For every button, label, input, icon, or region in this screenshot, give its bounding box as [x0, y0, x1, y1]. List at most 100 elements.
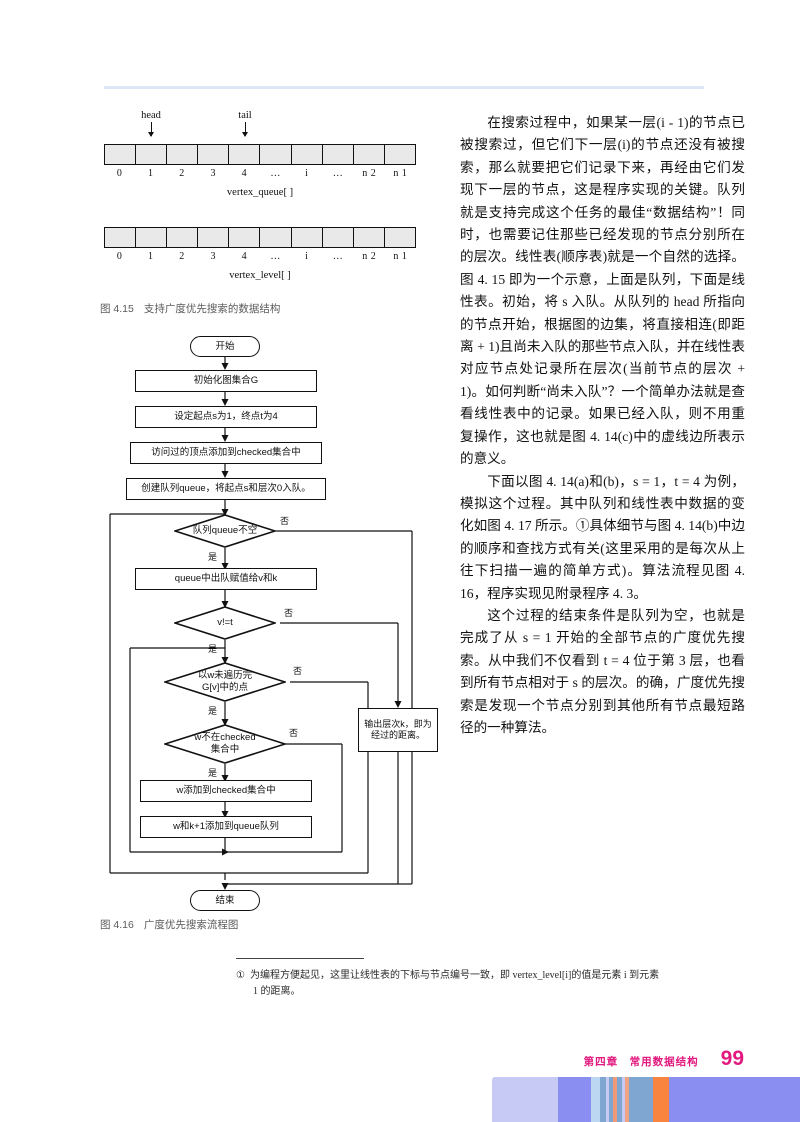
flowchart-node-dequeue: queue中出队赋值给v和k	[135, 568, 317, 590]
body-paragraph-1: 在搜索过程中，如果某一层(i - 1)的节点已被搜索过，但它们下一层(i)的节点…	[460, 115, 745, 467]
footnote-line-1: 为编程方便起见，这里让线性表的下标与节点编号一致，即 vertex_level[…	[249, 970, 660, 981]
array-index: 3	[210, 251, 216, 262]
array-index: i	[305, 251, 309, 262]
array-cell	[385, 228, 415, 247]
array-cell	[105, 228, 137, 247]
array-cell	[167, 228, 199, 247]
array-cell	[136, 145, 168, 164]
array-cell	[292, 228, 323, 247]
branch-label-yes: 是	[208, 552, 218, 562]
flowchart-node-output-level: 输出层次k，即为 经过的距离。	[358, 708, 438, 752]
head-pointer-arrow-icon	[147, 122, 154, 137]
figure-4-15: head tail 0 1 2 3 4 …	[100, 110, 430, 295]
vertex-queue-array	[104, 144, 416, 165]
array-index: 0	[116, 251, 123, 262]
array-index: n 1	[393, 251, 408, 262]
branch-label-no: 否	[280, 516, 290, 526]
array-index: …	[332, 251, 344, 262]
branch-label-no: 否	[284, 608, 294, 618]
array-index: 3	[210, 168, 216, 179]
queue-pointers: head tail	[100, 110, 430, 144]
array-cell	[136, 228, 168, 247]
flowchart-node-start-label: 开始	[215, 340, 235, 352]
head-pointer: head	[128, 110, 174, 137]
flowchart-node-set-endpoints: 设定起点s为1，终点t为4	[135, 406, 317, 428]
flowchart-decision-w-not-traversed-label: 以w未遍历完 G[v]中的点	[197, 670, 253, 693]
flowchart-node-init-graph: 初始化图集合G	[135, 370, 317, 392]
array-index: …	[270, 168, 281, 179]
array-cell	[354, 145, 385, 164]
tail-pointer: tail	[222, 110, 268, 137]
flowchart-node-create-queue: 创建队列queue，将起点s和层次0入队。	[126, 478, 326, 500]
flowchart-connectors	[109, 354, 413, 890]
color-bar-stripe	[652, 1077, 669, 1122]
flowchart-node-end: 结束	[190, 890, 260, 911]
color-bar-stripe	[600, 1077, 606, 1122]
color-bar-stripe	[558, 1077, 591, 1122]
header-rule	[104, 86, 704, 89]
footer-color-bar	[492, 1077, 800, 1122]
branch-label-yes: 是	[208, 644, 218, 654]
page-footer: 第四章 常用数据结构 99	[584, 1047, 744, 1071]
color-bar-stripe	[616, 1077, 622, 1122]
flowchart-decision-v-not-equal-t: v!=t	[174, 606, 276, 640]
head-pointer-label: head	[141, 110, 161, 121]
color-bar-stripe	[621, 1077, 625, 1122]
array-index: 0	[116, 168, 123, 179]
page-number: 99	[720, 1047, 744, 1070]
flowchart-decision-v-not-equal-t-label: v!=t	[217, 617, 233, 629]
color-bar-stripe	[591, 1077, 600, 1122]
right-column: 在搜索过程中，如果某一层(i - 1)的节点已被搜索过，但它们下一层(i)的节点…	[460, 112, 745, 739]
array-index: n 1	[393, 168, 408, 179]
color-bar-stripe	[606, 1077, 609, 1122]
array-cell	[105, 145, 137, 164]
array-cell	[385, 145, 415, 164]
flowchart-node-set-endpoints-label: 设定起点s为1，终点t为4	[174, 411, 278, 423]
array-cell	[167, 145, 199, 164]
array-index: 1	[148, 168, 154, 179]
flowchart-node-init-graph-label: 初始化图集合G	[193, 375, 259, 387]
flowchart-node-w-enqueue-label: w和k+1添加到queue队列	[173, 821, 279, 833]
array-index: 2	[179, 251, 185, 262]
flowchart-node-start: 开始	[190, 336, 260, 357]
array-index: …	[332, 168, 344, 179]
flowchart-node-w-add-checked: w添加到checked集合中	[140, 780, 312, 802]
vertex-queue-array-label: vertex_queue[ ]	[226, 187, 294, 198]
flowchart-decision-w-not-traversed: 以w未遍历完 G[v]中的点	[164, 662, 286, 702]
flowchart-node-output-level-label: 输出层次k，即为 经过的距离。	[364, 718, 432, 740]
array-cell	[198, 228, 230, 247]
footnote-rule	[236, 958, 364, 959]
array-cell	[354, 228, 385, 247]
array-cell	[260, 228, 292, 247]
left-column: head tail 0 1 2 3 4 …	[100, 110, 438, 932]
array-index: n 2	[362, 251, 377, 262]
vertex-queue-indices: 0 1 2 3 4 … i … n 2 n 1	[104, 168, 416, 179]
array-cell	[323, 228, 354, 247]
branch-label-yes: 是	[208, 706, 218, 716]
array-index: 4	[241, 251, 248, 262]
figure-4-16-number: 图 4.16	[100, 919, 134, 931]
flowchart-decision-queue-not-empty-label: 队列queue不空	[192, 525, 258, 537]
flowchart-node-create-queue-label: 创建队列queue，将起点s和层次0入队。	[141, 483, 311, 495]
tail-pointer-label: tail	[238, 110, 252, 121]
footnote-line-2: 1 的距离。	[253, 986, 301, 997]
flowchart-node-add-checked: 访问过的顶点添加到checked集合中	[130, 442, 322, 464]
figure-4-15-title: 支持广度优先搜索的数据结构	[143, 303, 281, 315]
array-index: 4	[241, 168, 248, 179]
footer-chapter-title: 第四章 常用数据结构	[583, 1056, 699, 1068]
array-cell	[323, 145, 354, 164]
vertex-level-indices: 0 1 2 3 4 … i … n 2 n 1	[104, 251, 416, 262]
array-cell	[229, 228, 261, 247]
flowchart-node-end-label: 结束	[215, 894, 235, 906]
color-bar-stripe	[628, 1077, 653, 1122]
array-cell	[198, 145, 230, 164]
flowchart-decision-w-not-in-checked-label: w不在checked 集合中	[194, 732, 256, 755]
array-index: 1	[148, 251, 154, 262]
flowchart-node-w-add-checked-label: w添加到checked集合中	[176, 785, 276, 797]
vertex-level-array-label: vertex_level[ ]	[229, 270, 291, 281]
flowchart-decision-queue-not-empty: 队列queue不空	[174, 514, 276, 548]
vertex-level-array	[104, 227, 416, 248]
